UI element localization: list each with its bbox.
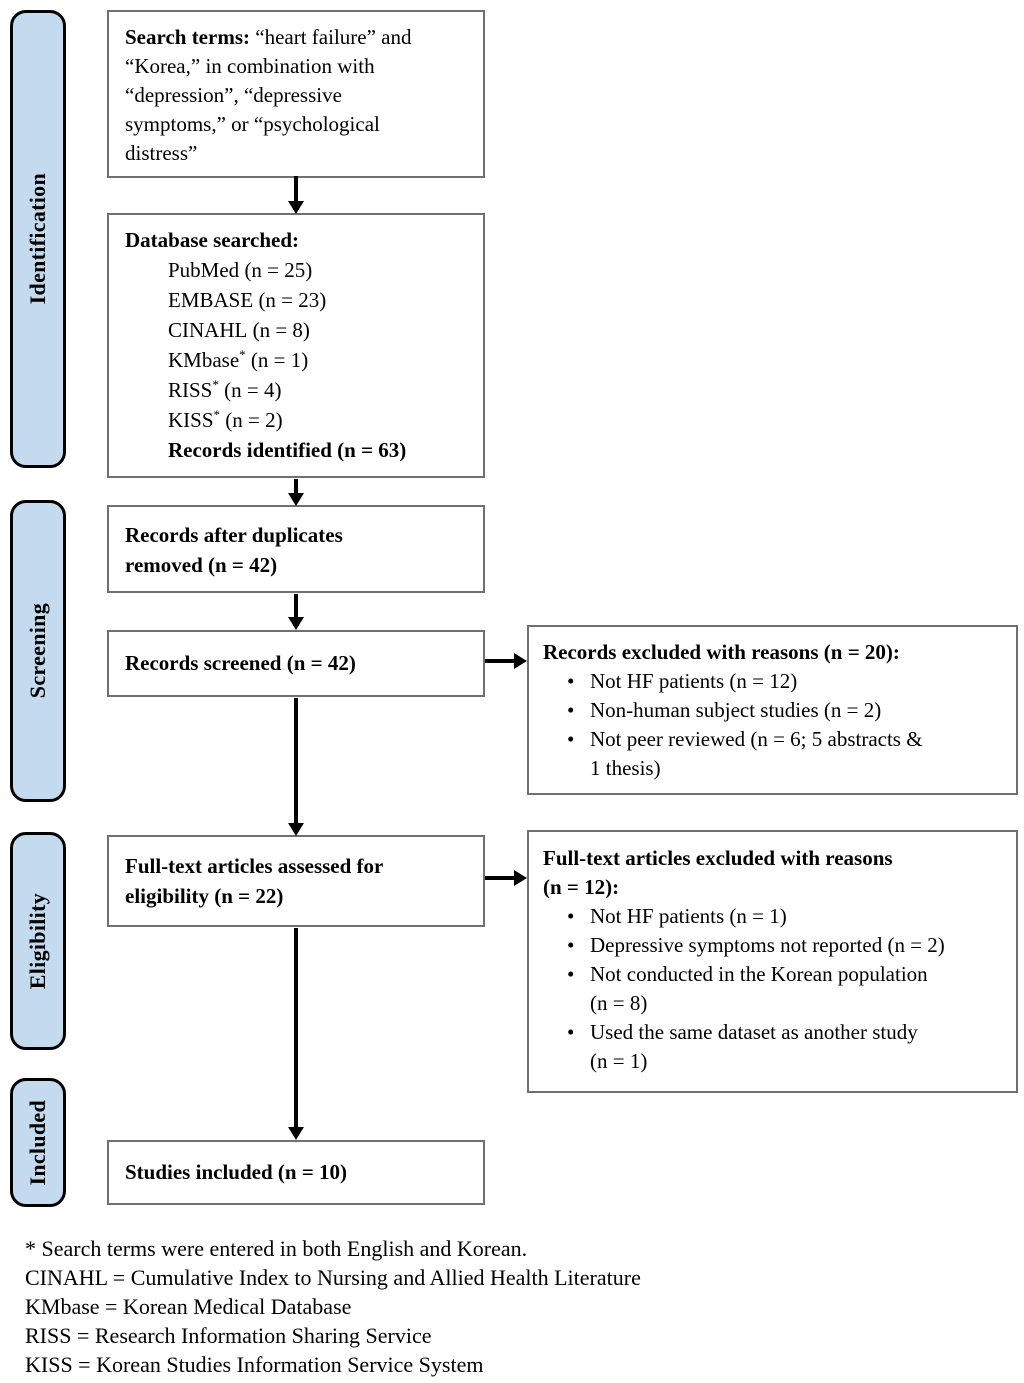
phase-label-screening: Screening <box>25 603 50 699</box>
arrow-databases-to-duplicates <box>294 479 298 494</box>
records-excluded-box: Records excluded with reasons (n = 20): … <box>527 625 1018 795</box>
footnote-riss: RISS = Research Information Sharing Serv… <box>25 1323 432 1348</box>
arrow-screened-to-excluded <box>485 659 515 663</box>
database-item-pubmed: PubMed (n = 25) <box>168 258 313 282</box>
bullet-icon: • <box>567 727 575 751</box>
database-item-riss: RISS* (n = 4) <box>168 377 282 402</box>
arrow-fulltext-to-included <box>294 928 298 1128</box>
search-terms-box: Search terms: “heart failure” and “Korea… <box>107 10 485 178</box>
database-item-kmbase: KMbase* (n = 1) <box>168 347 309 372</box>
records-excluded-item: •Not HF patients (n = 12) <box>543 667 1002 696</box>
phase-band-screening: Screening <box>10 500 66 802</box>
arrowhead-down-icon <box>288 1127 304 1140</box>
fulltext-excluded-item: •Depressive symptoms not reported (n = 2… <box>543 931 1002 960</box>
arrowhead-right-icon <box>514 870 527 886</box>
database-item-cinahl: CINAHL (n = 8) <box>168 318 310 342</box>
records-screened-text: Records screened (n = 42) <box>125 651 356 675</box>
fulltext-excluded-box: Full-text articles excluded with reasons… <box>527 830 1018 1093</box>
phase-label-included: Included <box>25 1099 50 1186</box>
fulltext-excluded-item: •Used the same dataset as another study … <box>567 1020 918 1073</box>
database-item-embase: EMBASE (n = 23) <box>168 288 327 312</box>
duplicates-removed-box: Records after duplicates removed (n = 42… <box>107 505 485 593</box>
arrowhead-down-icon <box>288 823 304 836</box>
phase-label-eligibility: Eligibility <box>25 892 50 990</box>
footnote-search-terms: * Search terms were entered in both Engl… <box>25 1236 528 1261</box>
arrow-screened-to-fulltext <box>294 698 298 824</box>
phase-band-eligibility: Eligibility <box>10 832 66 1050</box>
fulltext-excluded-item: •Not HF patients (n = 1) <box>543 902 1002 931</box>
bullet-icon: • <box>567 904 575 928</box>
footnote-kmbase: KMbase = Korean Medical Database <box>25 1294 352 1319</box>
arrow-duplicates-to-screened <box>294 594 298 618</box>
arrowhead-down-icon <box>288 617 304 630</box>
fulltext-excluded-header: Full-text articles excluded with reasons… <box>543 846 893 899</box>
duplicates-removed-text: Records after duplicates removed (n = 42… <box>125 523 343 577</box>
studies-included-text: Studies included (n = 10) <box>125 1160 348 1184</box>
footnote-kiss: KISS = Korean Studies Information Servic… <box>25 1352 484 1377</box>
databases-box: Database searched: PubMed (n = 25) EMBAS… <box>107 213 485 478</box>
arrow-fulltext-to-excluded <box>485 876 515 880</box>
arrowhead-down-icon <box>288 493 304 506</box>
fulltext-excluded-item: •Not conducted in the Korean population … <box>567 962 928 1015</box>
phase-band-included: Included <box>10 1078 66 1207</box>
records-excluded-item: •Not peer reviewed (n = 6; 5 abstracts &… <box>567 727 923 780</box>
bullet-icon: • <box>567 669 575 693</box>
phase-band-identification: Identification <box>10 10 66 468</box>
arrowhead-down-icon <box>288 201 304 214</box>
bullet-icon: • <box>567 698 575 722</box>
bullet-icon: • <box>567 962 575 986</box>
records-screened-box: Records screened (n = 42) <box>107 630 485 697</box>
search-terms-text: “heart failure” and “Korea,” in combinat… <box>125 25 412 165</box>
footnote-cinahl: CINAHL = Cumulative Index to Nursing and… <box>25 1265 641 1290</box>
records-excluded-header: Records excluded with reasons (n = 20): <box>543 640 900 664</box>
records-excluded-item: •Non-human subject studies (n = 2) <box>543 696 1002 725</box>
arrow-search-to-databases <box>294 176 298 202</box>
database-item-kiss: KISS* (n = 2) <box>168 407 283 432</box>
bullet-icon: • <box>567 1020 575 1044</box>
phase-label-identification: Identification <box>25 173 50 305</box>
fulltext-assessed-text: Full-text articles assessed for eligibil… <box>125 854 384 908</box>
fulltext-assessed-box: Full-text articles assessed for eligibil… <box>107 835 485 927</box>
studies-included-box: Studies included (n = 10) <box>107 1140 485 1205</box>
search-terms-lead: Search terms: <box>125 25 250 49</box>
footnotes: * Search terms were entered in both Engl… <box>25 1234 1005 1379</box>
bullet-icon: • <box>567 933 575 957</box>
databases-header: Database searched: <box>125 228 300 252</box>
records-identified-total: Records identified (n = 63) <box>168 438 407 462</box>
arrowhead-right-icon <box>514 653 527 669</box>
